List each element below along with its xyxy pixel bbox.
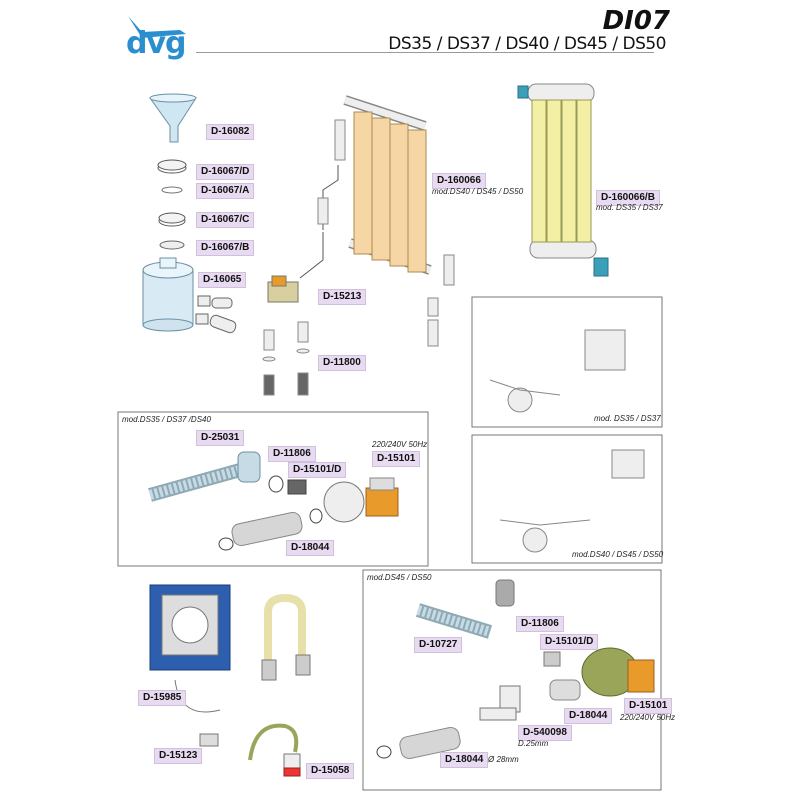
label-d18044-b: D-18044 [564,708,613,724]
clamp-icon [376,745,392,759]
tube-d15985-icon [261,593,311,681]
hose-d18044-icon [231,511,303,547]
clamp-icon [218,537,234,551]
note-d160066: mod.DS40 / DS45 / DS50 [432,187,524,196]
filter-cartridges-yellow-icon [517,83,609,277]
label-d160066: D-160066 [432,173,486,189]
voltage-b: 220/240V 50Hz [620,713,676,722]
label-d16067b: D-16067/B [196,240,255,256]
box2-note: mod. DS35 / DS37 [594,414,661,423]
label-d15213: D-15213 [318,289,367,305]
box-ds35-37-detail [471,296,663,428]
fitting-d15123-icon [199,733,219,747]
clamp-icon [309,508,323,524]
label-d15123: D-15123 [154,748,203,764]
detail-sketch-icon [489,329,645,553]
label-d15101d-a: D-15101/D [288,462,347,478]
ring-nut-icon [158,212,186,227]
connector-icon [543,651,561,667]
label-d16065: D-16065 [198,272,247,288]
washer-icon [159,240,185,250]
label-d18044-c: D-18044 [440,752,489,768]
label-d15101-b: D-15101 [624,698,673,714]
dvg-logo [128,16,186,38]
label-d15101d-b: D-15101/D [540,634,599,650]
page-models: DS35 / DS37 / DS40 / DS45 / DS50 [388,34,666,54]
label-d10727: D-10727 [414,637,463,653]
label-d11806-a: D-11806 [268,446,316,462]
label-d15058: D-15058 [306,763,355,779]
box-ds35-40 [117,411,429,567]
box1-title: mod.DS35 / DS37 /DS40 [122,415,211,424]
box4-title: mod.DS45 / DS50 [367,573,432,582]
label-d160066b: D-160066/B [596,190,660,206]
clamp-icon [268,475,284,493]
label-d15101-a: D-15101 [372,451,421,467]
hose-d25031-icon [148,451,261,502]
note-d18044-c: Ø 28mm [488,755,519,764]
hose-d10727-icon [415,603,493,639]
label-d16067a: D-16067/A [196,183,255,199]
label-d16067c: D-16067/C [196,212,255,228]
hose-fittings-icon [195,295,237,334]
box3-note: mod.DS40 / DS45 / DS50 [572,550,664,559]
connector-icon [287,479,307,495]
pump-d15101-icon [323,477,399,523]
hose-short-icon [549,679,581,701]
pump-d15101-b-icon [581,647,655,697]
reducer-icon [479,707,517,721]
dosing-pump-icon [149,584,231,713]
voltage-a: 220/240V 50Hz [372,440,428,449]
page-code: DI07 [602,6,670,36]
connector-top-icon [495,579,515,607]
label-d18044-a: D-18044 [286,540,335,556]
oring-icon [161,186,183,194]
note-d160066b: mod. DS35 / DS37 [596,203,663,212]
pipe-pieces-icon [262,321,310,396]
label-d15985: D-15985 [138,690,187,706]
logo-text: dvg [126,26,187,61]
filter-frame-icon [334,95,455,347]
header-divider [196,52,654,53]
label-d16067d: D-16067/D [196,164,255,180]
label-d11800: D-11800 [318,355,366,371]
label-d540098: D-540098 [518,725,572,741]
box-ds45-50 [362,569,662,791]
label-d16082: D-16082 [206,124,255,140]
note-d540098: D.25mm [518,739,549,748]
label-d25031: D-25031 [196,430,245,446]
box-ds40-50-detail [471,434,663,564]
ring-nut-icon [157,159,187,174]
funnel-icon [149,93,197,143]
hose-d18044-c-icon [399,726,461,760]
tube-d15058-icon [248,723,301,777]
tank-icon [142,257,194,332]
label-d11806-b: D-11806 [516,616,564,632]
solenoid-valve-icon [267,275,299,303]
